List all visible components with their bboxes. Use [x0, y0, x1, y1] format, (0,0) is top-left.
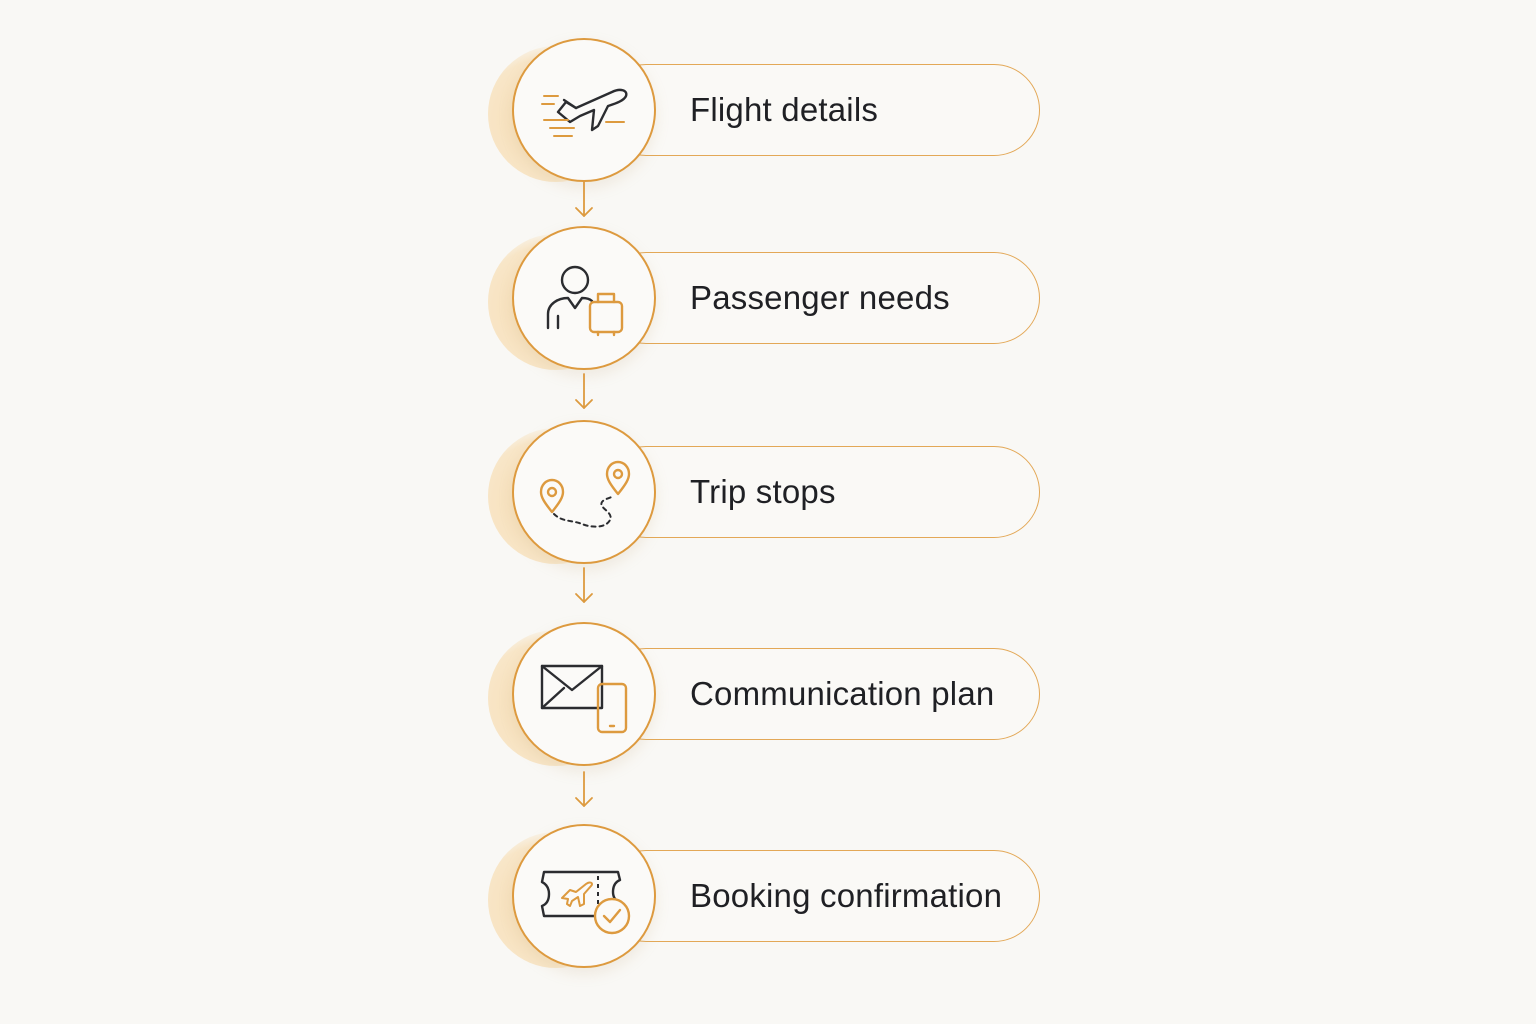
step-pill [600, 850, 1040, 942]
ticket-check-icon [540, 870, 631, 935]
down-arrow-icon [575, 181, 593, 217]
step-icon-circle [512, 38, 656, 182]
step-booking-confirmation: Booking confirmation [0, 822, 1536, 972]
passenger-luggage-icon [546, 265, 624, 337]
step-label: Flight details [690, 91, 879, 128]
step-pill [600, 648, 1040, 740]
step-flight-details: Flight details [0, 36, 1536, 186]
envelope-phone-icon [540, 664, 628, 734]
step-icon-circle [512, 824, 656, 968]
step-trip-stops: Trip stops [0, 418, 1536, 568]
step-communication-plan: Communication plan [0, 620, 1536, 770]
step-passenger-needs: Passenger needs [0, 224, 1536, 374]
airplane-icon [541, 88, 628, 137]
step-pill [600, 446, 1040, 538]
step-label: Booking confirmation [690, 877, 1003, 914]
step-pill [600, 64, 1040, 156]
down-arrow-icon [575, 771, 593, 807]
step-icon-circle [512, 622, 656, 766]
route-pins-icon [539, 460, 631, 528]
step-label: Passenger needs [690, 279, 950, 316]
step-icon-circle [512, 226, 656, 370]
down-arrow-icon [575, 373, 593, 409]
step-label: Trip stops [690, 473, 836, 510]
step-icon-circle [512, 420, 656, 564]
step-label: Communication plan [690, 675, 995, 712]
down-arrow-icon [575, 567, 593, 603]
step-pill [600, 252, 1040, 344]
